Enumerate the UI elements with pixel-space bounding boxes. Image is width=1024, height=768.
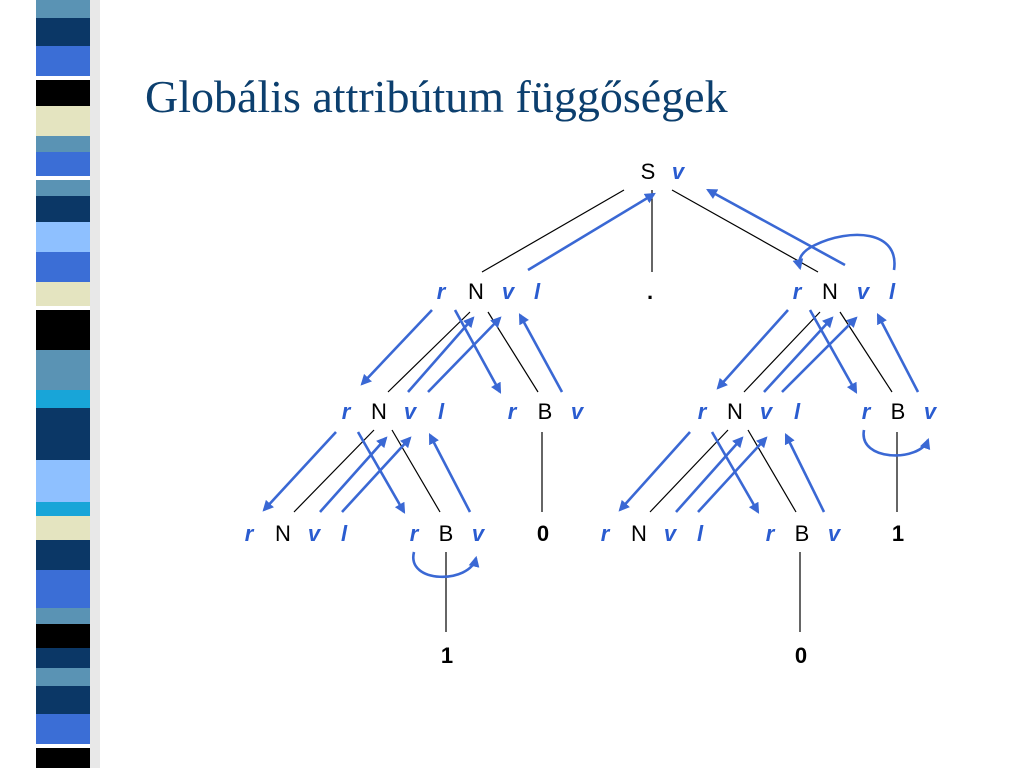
stripe-segment	[36, 570, 90, 608]
root-attr-v: v	[672, 159, 686, 184]
l3-d-symbol: N	[631, 521, 647, 546]
stripe-segment	[36, 390, 90, 408]
l1-left-attr-l: l	[534, 279, 541, 304]
l3-b-attr-r: r	[410, 521, 420, 546]
l1-right-symbol: N	[822, 279, 838, 304]
node-labels: S v r N v l . r N v l r N v l r B v r N …	[245, 159, 938, 668]
decorative-stripe-bar	[0, 0, 100, 768]
l3-a-attr-r: r	[245, 521, 255, 546]
l3-a-attr-v: v	[308, 521, 322, 546]
stripe-segment	[36, 748, 90, 768]
stripe-segment	[36, 252, 90, 282]
stripe-segment	[36, 222, 90, 252]
stripe-segment	[36, 350, 90, 390]
l1-right-attr-l: l	[889, 279, 896, 304]
l3-f-leaf: 1	[892, 521, 904, 546]
stripe-segment	[36, 152, 90, 176]
l3-a-attr-l: l	[341, 521, 348, 546]
page-title: Globális attribútum függőségek	[145, 71, 728, 122]
l3-b-symbol: B	[439, 521, 454, 546]
l1-left-attr-r: r	[437, 279, 447, 304]
l2-c-symbol: N	[727, 399, 743, 424]
l3-a-symbol: N	[275, 521, 291, 546]
stripe-segment	[36, 540, 90, 570]
stripe-segment	[36, 306, 90, 310]
l1-right-attr-r: r	[793, 279, 803, 304]
l3-e-attr-r: r	[766, 521, 776, 546]
l3-d-attr-l: l	[697, 521, 704, 546]
dependency-arrows	[262, 188, 931, 579]
l2-b-attr-v: v	[571, 399, 585, 424]
stripe-segment	[36, 460, 90, 502]
l1-left-symbol: N	[468, 279, 484, 304]
stripe-margin	[0, 0, 36, 768]
stripe-segment	[36, 136, 90, 152]
l2-b-symbol: B	[538, 399, 553, 424]
stripe-segment	[36, 18, 90, 46]
stripe-segment	[36, 648, 90, 668]
l3-d-attr-r: r	[601, 521, 611, 546]
l2-a-attr-v: v	[404, 399, 418, 424]
stripe-segment	[36, 668, 90, 686]
l3-d-attr-v: v	[664, 521, 678, 546]
l2-c-attr-l: l	[794, 399, 801, 424]
l3-b-attr-v: v	[472, 521, 486, 546]
stripe-segment	[36, 176, 90, 180]
stripe-segment	[36, 282, 90, 306]
l3-e-symbol: B	[795, 521, 810, 546]
l4-a-leaf: 1	[441, 643, 453, 668]
stripe-segment	[36, 408, 90, 460]
stripe-segment	[36, 196, 90, 222]
l1-left-attr-v: v	[502, 279, 516, 304]
stripe-segment	[36, 714, 90, 744]
l2-d-attr-v: v	[924, 399, 938, 424]
l2-d-symbol: B	[891, 399, 906, 424]
l1-right-attr-v: v	[857, 279, 871, 304]
l1-dot-symbol: .	[647, 279, 653, 304]
l2-a-attr-l: l	[438, 399, 445, 424]
stripe-segment	[36, 80, 90, 106]
stripe-segment	[36, 608, 90, 624]
root-symbol: S	[641, 159, 656, 184]
stripe-segment	[36, 744, 90, 748]
stripe-segment	[36, 502, 90, 516]
stripe-segment	[36, 624, 90, 648]
l2-a-attr-r: r	[342, 399, 352, 424]
l2-c-attr-v: v	[760, 399, 774, 424]
stripe-segment	[36, 76, 90, 80]
l3-e-attr-v: v	[828, 521, 842, 546]
stripe-segment	[36, 46, 90, 76]
stripe-segment	[36, 0, 90, 18]
l2-a-symbol: N	[371, 399, 387, 424]
l4-b-leaf: 0	[795, 643, 807, 668]
stripe-segment	[36, 516, 90, 540]
stripe-segment	[36, 180, 90, 196]
l2-c-attr-r: r	[698, 399, 708, 424]
stripe-segment	[36, 106, 90, 136]
l3-c-leaf: 0	[537, 521, 549, 546]
l2-b-attr-r: r	[508, 399, 518, 424]
stripe-segment	[36, 686, 90, 714]
stripe-segment	[36, 310, 90, 350]
l2-d-attr-r: r	[862, 399, 872, 424]
